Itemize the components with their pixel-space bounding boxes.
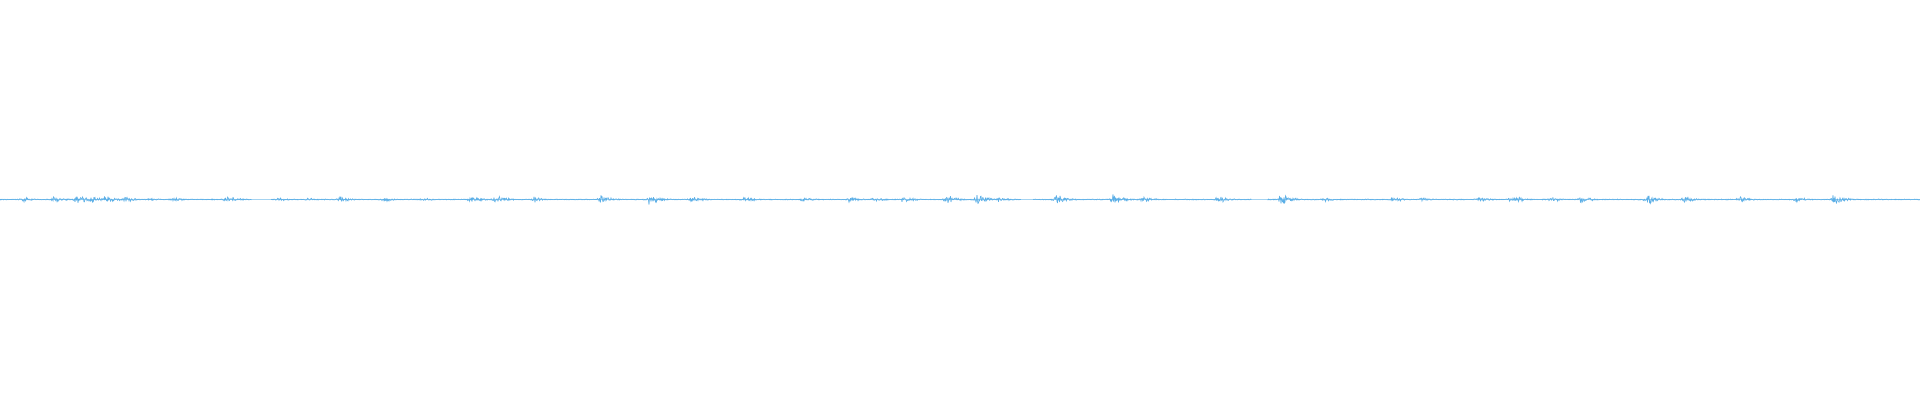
waveform-trace [0, 194, 1920, 205]
